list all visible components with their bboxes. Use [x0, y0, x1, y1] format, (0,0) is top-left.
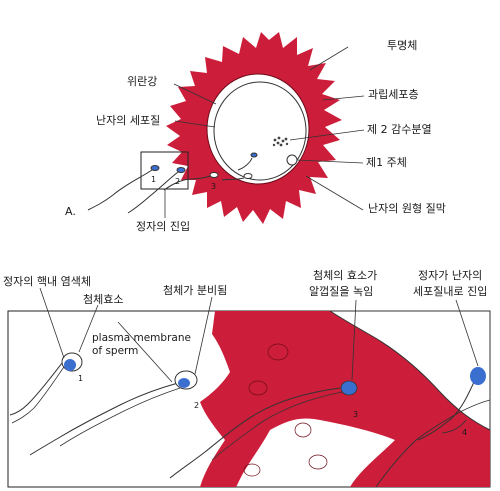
sperm-in-egg: [237, 157, 253, 171]
label-zona-pellucida: 투명체: [387, 39, 418, 52]
top-leader-lines: [164, 46, 365, 218]
bottom-sperm-3: [169, 380, 358, 479]
sperm-head-blue-4: [470, 367, 486, 385]
sperm-tail-2: [127, 171, 179, 214]
label-acrosome-enzyme-dissolves-2: 알껍질을 녹임: [309, 285, 374, 298]
stage-number-2: 2: [194, 401, 200, 410]
second-meiotic-division-icon: [272, 136, 289, 147]
label-acrosome-released: 첨체가 분비됨: [163, 284, 228, 297]
sperm-head-3: [209, 172, 219, 178]
top-sperm-group: [87, 152, 258, 214]
bottom-sperm-4: [417, 367, 486, 441]
label-corona-radiata: 과립세포층: [368, 88, 419, 101]
sperm-head-2: [176, 167, 186, 173]
label-perivitelline-space: 위란강: [127, 75, 158, 88]
label-sperm-enters-2: 세포질내로 진입: [413, 285, 488, 298]
panel-letter: A.: [65, 205, 76, 218]
label-acrosomal-enzyme: 첨체효소: [83, 293, 124, 306]
sperm-in-zona: [221, 177, 245, 181]
sperm-head-zona: [243, 173, 253, 179]
label-oolemma: 난자의 원형 질막: [368, 202, 446, 215]
label-sperm-entry: 정자의 진입: [136, 220, 191, 233]
bottom-panel: [7, 287, 491, 488]
top-sperm-number-3: 3: [211, 182, 217, 191]
label-first-polar-body: 제1 주체: [366, 156, 407, 169]
zoom-box: [140, 151, 189, 190]
label-second-meiotic-division: 제 2 감수분열: [367, 123, 432, 136]
bottom-sperm-1: [9, 352, 83, 424]
top-sperm-number-2: 2: [175, 177, 181, 186]
granule-cells: [243, 343, 328, 477]
bottom-sperm-2: [29, 370, 198, 456]
first-polar-body-icon: [286, 154, 298, 166]
sperm-head-egg: [250, 152, 258, 158]
sperm-head-blue-3: [340, 380, 358, 396]
ooplasm: [213, 81, 307, 181]
label-plasma-membrane-1: plasma membrane: [92, 332, 191, 344]
stage-number-1: 1: [78, 374, 84, 383]
bottom-leader-lines: [39, 287, 479, 383]
sperm-tail-1: [87, 169, 153, 211]
label-acrosome-enzyme-dissolves-1: 첨체의 효소가: [313, 269, 378, 282]
egg-cytoplasm-edge: [375, 399, 491, 488]
label-plasma-membrane-2: of sperm: [92, 345, 139, 357]
label-sperm-enters-1: 정자가 난자의: [418, 269, 483, 282]
stage-number-3: 3: [353, 410, 359, 419]
sperm-tail-3: [163, 175, 211, 191]
sperm-head-1: [150, 165, 160, 171]
stage-number-4: 4: [462, 428, 468, 437]
top-panel-egg: [87, 32, 365, 224]
top-sperm-number-1: 1: [151, 175, 157, 184]
label-sperm-nucleus: 정자의 핵내 염색체: [3, 275, 91, 288]
label-ooplasm: 난자의 세포질: [96, 114, 161, 127]
